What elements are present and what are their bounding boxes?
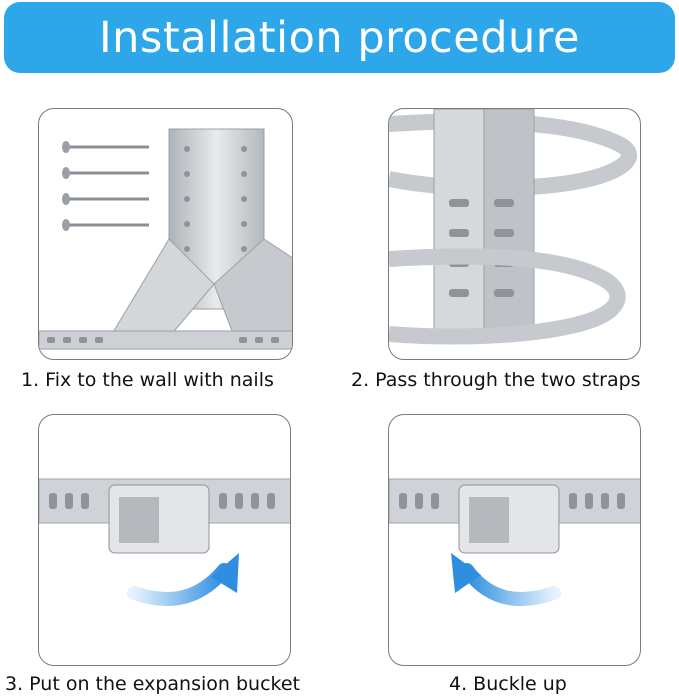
buckle-arrow-left-icon [389, 478, 640, 606]
step-3-panel [38, 414, 291, 666]
page-title: Installation procedure [99, 12, 580, 63]
bracket-with-straps-icon [389, 109, 637, 345]
step-1-caption: 1. Fix to the wall with nails [21, 369, 274, 391]
title-banner: Installation procedure [4, 2, 675, 73]
step-1-panel [38, 108, 293, 360]
step-4-panel [388, 414, 641, 666]
step-4-caption: 4. Buckle up [449, 673, 567, 695]
step-2-panel [388, 108, 641, 360]
bracket-with-nails-icon [39, 128, 292, 350]
buckle-arrow-right-icon [39, 478, 290, 606]
step-2-caption: 2. Pass through the two straps [351, 369, 641, 391]
step-3-caption: 3. Put on the expansion bucket [5, 673, 300, 695]
